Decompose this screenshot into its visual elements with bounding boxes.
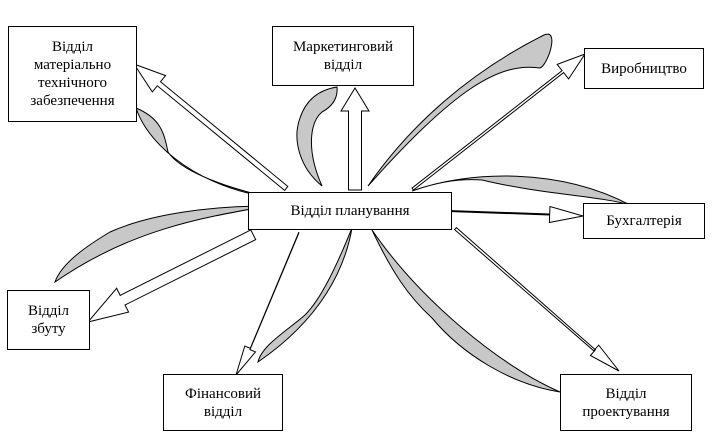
node-production-label: Виробництво: [601, 60, 687, 77]
node-sales-label: Відділ збуту: [27, 303, 70, 337]
node-marketing: Маркетинговий відділ: [272, 26, 414, 86]
curved-arrow-production: [367, 33, 553, 187]
curved-arrows: [54, 33, 631, 393]
arrow-to-design: [453, 226, 620, 372]
arrow-to-supply: [132, 63, 289, 192]
curved-arrow-marketing: [296, 86, 338, 187]
node-marketing-label: Маркетинговий відділ: [292, 39, 394, 73]
arrow-to-sales: [86, 229, 257, 323]
straight-arrows: [86, 52, 620, 376]
node-design: Відділ проектування: [560, 374, 692, 431]
node-supply: Відділ матеріально технічного забезпечен…: [8, 26, 137, 122]
curved-arrow-design: [371, 229, 561, 393]
node-finance: Фінансовий відділ: [163, 374, 283, 431]
node-planning-label: Відділ планування: [290, 203, 410, 219]
node-planning: Відділ планування: [248, 192, 452, 230]
node-accounting: Бухгалтерія: [583, 203, 705, 239]
node-design-label: Відділ проектування: [582, 385, 670, 420]
arrow-to-marketing: [340, 87, 370, 191]
curved-arrow-sales: [54, 205, 269, 284]
arrow-to-production: [411, 52, 587, 191]
arrow-to-accounting: [451, 205, 584, 224]
node-production: Виробництво: [584, 48, 704, 89]
curved-arrow-finance: [257, 227, 353, 364]
node-accounting-label: Бухгалтерія: [606, 213, 682, 229]
arrow-to-finance: [235, 231, 300, 376]
curved-arrow-supply: [135, 107, 269, 198]
curved-arrow-accounting: [411, 175, 631, 206]
node-supply-label: Відділ матеріально технічного забезпечен…: [30, 39, 115, 109]
node-sales: Відділ збуту: [7, 290, 90, 350]
node-finance-label: Фінансовий відділ: [184, 385, 262, 420]
